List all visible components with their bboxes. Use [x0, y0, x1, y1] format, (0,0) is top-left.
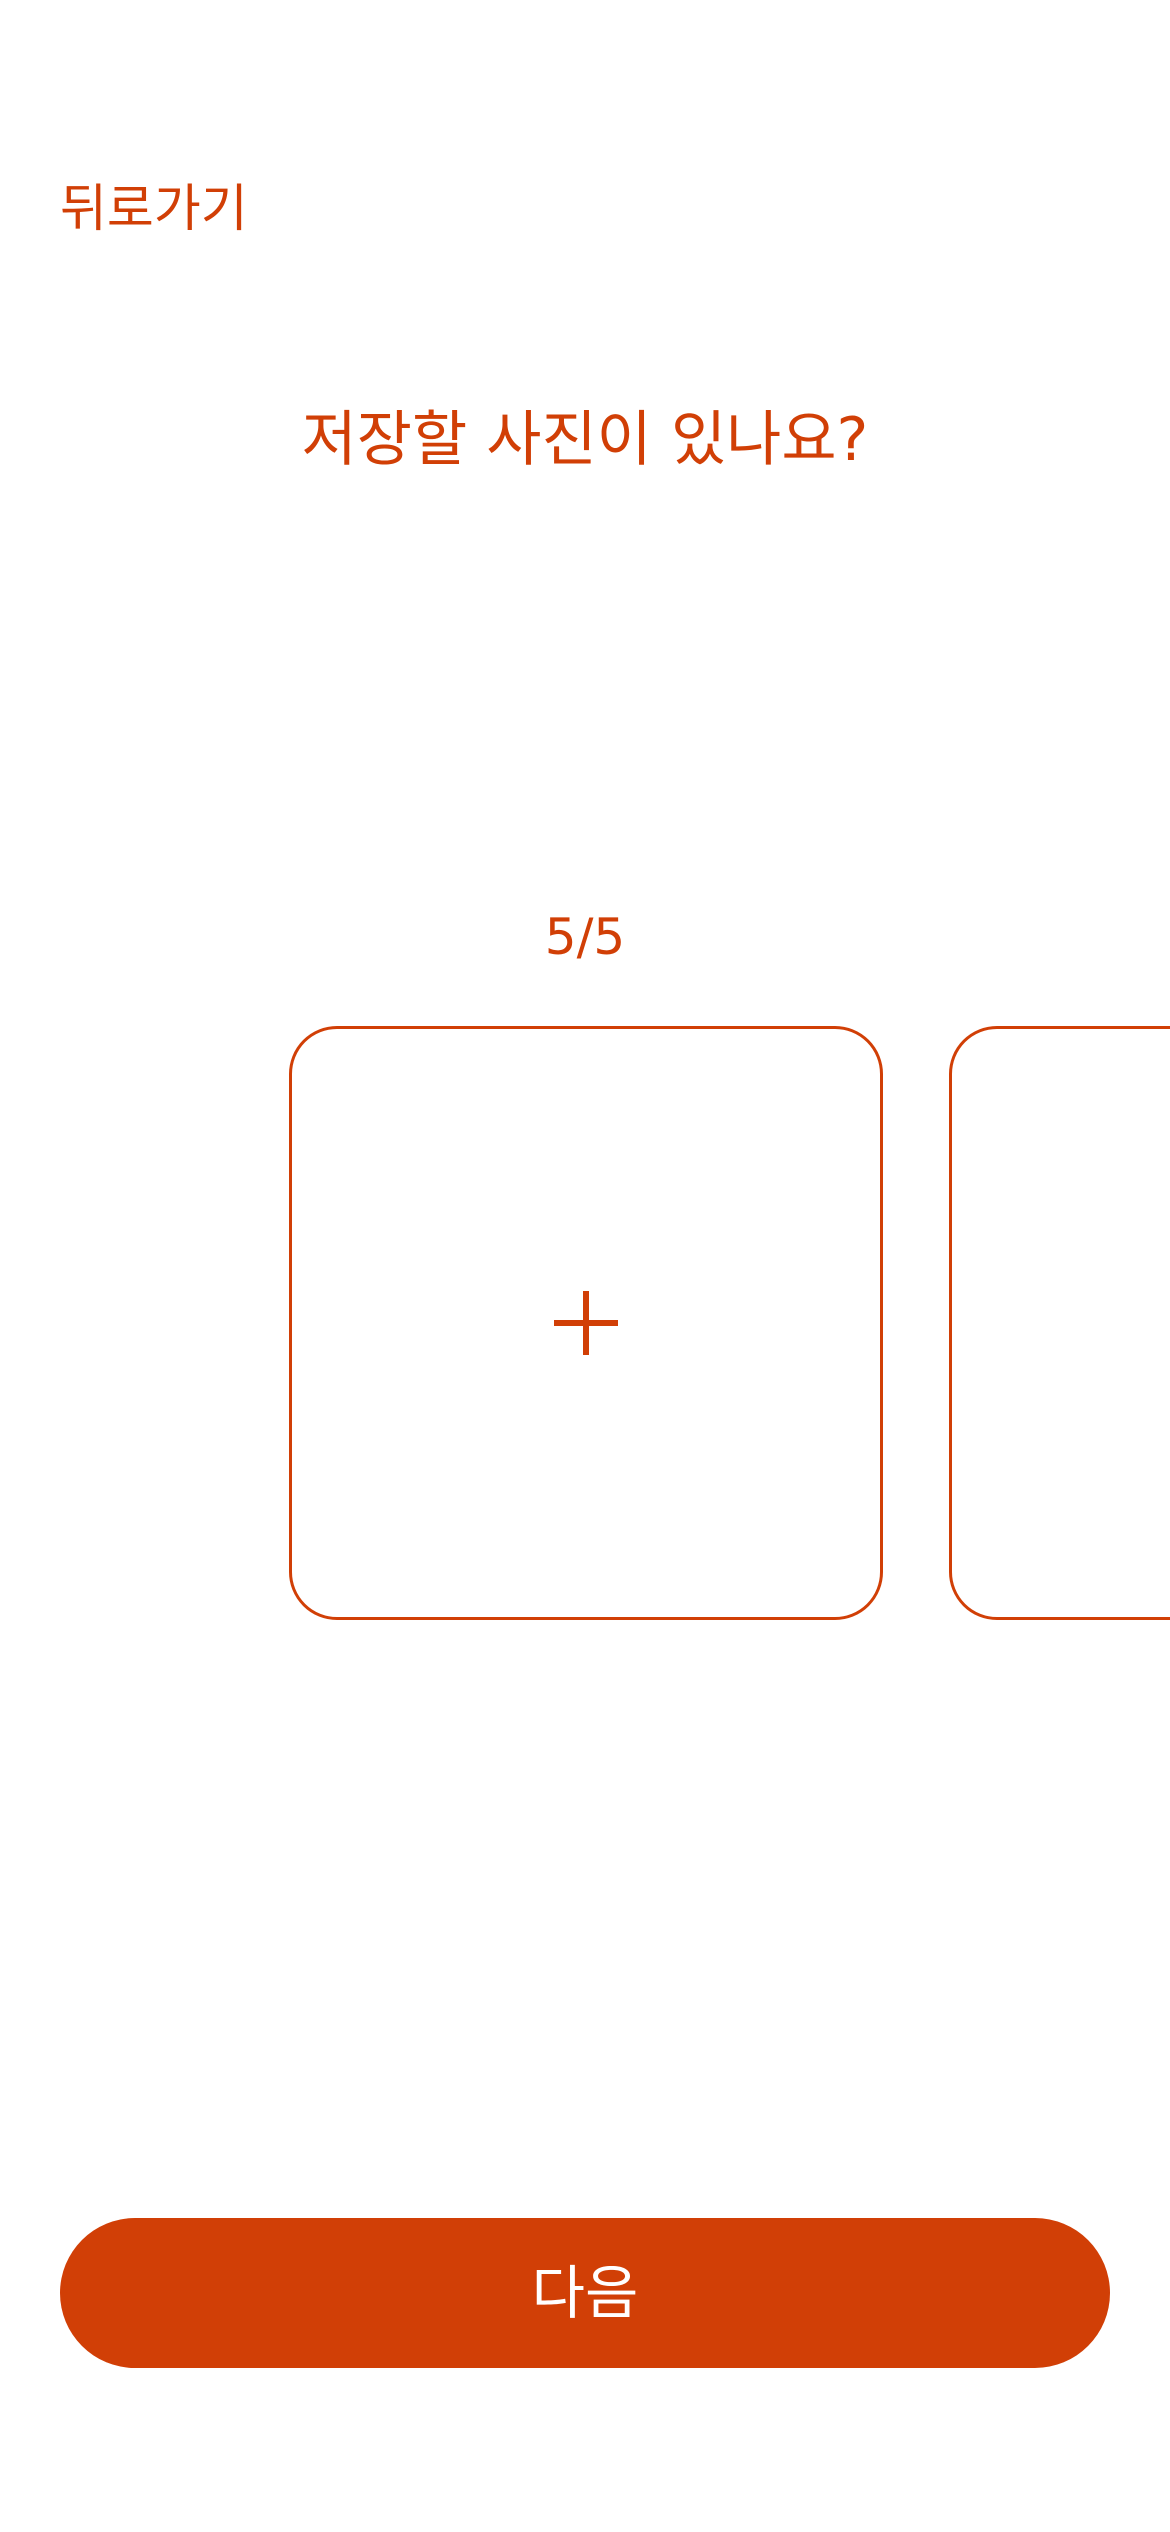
- add-photo-slot[interactable]: [289, 1026, 883, 1620]
- next-photo-slot[interactable]: [949, 1026, 1170, 1620]
- next-button[interactable]: 다음: [60, 2218, 1110, 2368]
- back-button[interactable]: 뒤로가기: [60, 180, 248, 239]
- plus-icon: [554, 1291, 618, 1355]
- page-title: 저장할 사진이 있나요?: [301, 405, 869, 475]
- photo-counter: 5/5: [544, 908, 626, 966]
- photo-carousel[interactable]: [0, 1024, 1170, 1626]
